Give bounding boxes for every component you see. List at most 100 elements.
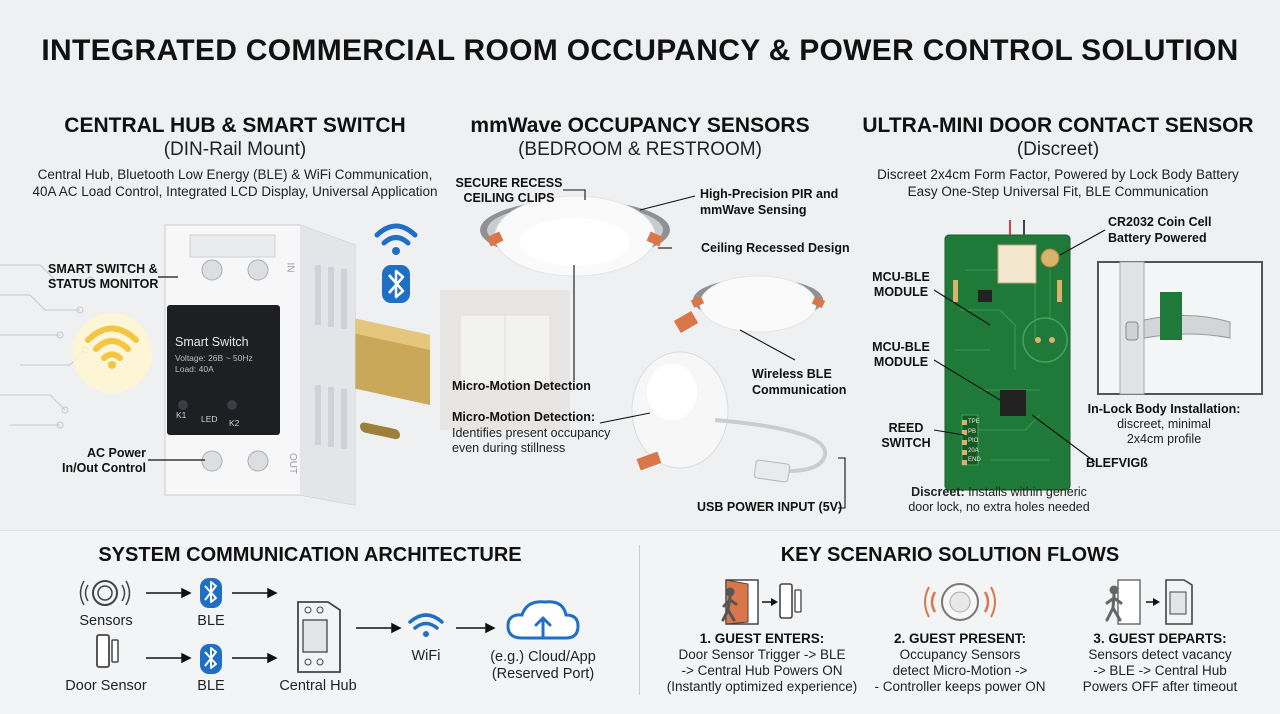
ble-icon-1 xyxy=(200,578,222,608)
terminal-in: IN xyxy=(284,262,296,273)
flow-3-line-3: Powers OFF after timeout xyxy=(1082,679,1238,694)
flows-title: KEY SCENARIO SOLUTION FLOWS xyxy=(780,544,1120,566)
label-coin-1: CR2032 Coin Cell xyxy=(1108,215,1212,229)
door-desc-2: Easy One-Step Universal Fit, BLE Communi… xyxy=(907,184,1209,199)
door-desc-1: Discreet 2x4cm Form Factor, Powered by L… xyxy=(877,167,1239,182)
label-discreet-line-1: Discreet: Installs within generic xyxy=(880,485,1118,500)
label-lock-1: discreet, minimal xyxy=(1117,417,1211,431)
device-name: Smart Switch xyxy=(175,335,249,349)
label-reed-2: SWITCH xyxy=(881,436,931,450)
ceiling-sensor-large xyxy=(480,195,670,277)
page-title: INTEGRATED COMMERCIAL ROOM OCCUPANCY & P… xyxy=(41,34,1239,67)
label-micro-motion: Micro-Motion Detection xyxy=(452,379,591,393)
label-coin-2: Battery Powered xyxy=(1108,231,1207,245)
label-discreet-2: door lock, no extra holes needed xyxy=(908,500,1090,514)
flow-3-line-2: -> BLE -> Central Hub xyxy=(1093,663,1227,678)
pcb-pins: TPE PB PIO 20A END xyxy=(968,418,984,466)
label-pir-2: mmWave Sensing xyxy=(700,203,807,217)
arch-sensors-label: Sensors xyxy=(79,613,133,629)
sensor-icon xyxy=(79,580,131,606)
ceiling-sensor-small xyxy=(690,275,826,333)
door-subtitle: (Discreet) xyxy=(1016,139,1100,160)
door-sensor-icon xyxy=(96,634,119,668)
flow-1-line-3: (Instantly optimized experience) xyxy=(666,679,858,694)
door-title: ULTRA-MINI DOOR CONTACT SENSOR xyxy=(862,114,1254,137)
label-wireless-1: Wireless BLE xyxy=(752,367,832,381)
label-smart-switch-1: SMART SWITCH & xyxy=(48,262,158,276)
flow-icons xyxy=(721,579,1193,625)
pcb-pin-label: TPE xyxy=(968,419,980,425)
device-voltage: Voltage: 26В ~ 50Hz xyxy=(175,353,253,363)
mmwave-title: mmWave OCCUPANCY SENSORS xyxy=(470,114,810,137)
lock-inset xyxy=(1097,261,1263,395)
label-micro2-1: Identifies present occupancy xyxy=(452,426,611,440)
arch-central-hub-label: Central Hub xyxy=(279,678,357,694)
hub-desc-2: 40A AC Load Control, Integrated LCD Disp… xyxy=(32,184,438,199)
bottom-panel xyxy=(0,530,1280,714)
pcb-pin-label: END xyxy=(968,457,981,463)
flow-1-line-2: -> Central Hub Powers ON xyxy=(681,663,843,678)
label-usb-power: USB POWER INPUT (5V) xyxy=(697,500,843,514)
usb-cable xyxy=(714,418,828,483)
smart-switch-device xyxy=(164,224,356,506)
arch-cloud-label-2: (Reserved Port) xyxy=(491,666,595,682)
cloud-icon xyxy=(506,600,580,640)
label-pir-1: High-Precision PIR and xyxy=(700,187,839,201)
pcb-board xyxy=(944,220,1071,491)
person-entering-door-icon xyxy=(721,579,802,625)
central-hub-icon xyxy=(297,601,341,673)
label-lock-head: In-Lock Body Installation: xyxy=(1087,402,1241,416)
architecture-title: SYSTEM COMMUNICATION ARCHITECTURE xyxy=(98,544,522,566)
arch-door-sensor-label: Door Sensor xyxy=(65,678,147,694)
wifi-icon xyxy=(374,223,418,255)
arrows xyxy=(146,587,496,664)
arch-wifi-label: WiFi xyxy=(411,648,441,664)
arch-cloud-label-1: (e.g.) Cloud/App xyxy=(490,649,596,665)
mmwave-illustration xyxy=(440,189,846,509)
btn-led: LED xyxy=(201,414,218,424)
pcb-pin-label: PB xyxy=(968,428,977,435)
bottom-divider xyxy=(639,545,640,695)
label-clips-1: SECURE RECESS xyxy=(455,176,563,190)
flow-1-line-1: Door Sensor Trigger -> BLE xyxy=(678,647,846,662)
wifi-icon-small xyxy=(408,613,444,637)
door-illustration xyxy=(933,220,1263,491)
mmwave-subtitle: (BEDROOM & RESTROOM) xyxy=(518,139,762,160)
bluetooth-icon xyxy=(382,265,410,303)
hub-subtitle: (DIN-Rail Mount) xyxy=(163,139,307,160)
label-discreet-head: Discreet: xyxy=(911,485,965,499)
label-ac-power-2: In/Out Control xyxy=(61,461,146,475)
dome-sensor xyxy=(631,310,729,471)
device-load: Load: 40A xyxy=(175,364,214,374)
person-departing-icon xyxy=(1105,579,1193,625)
label-mcu2-1: MCU-BLE xyxy=(872,340,930,354)
label-reed-1: REED xyxy=(888,421,924,435)
label-blef: BLEFVIGß xyxy=(1086,456,1148,470)
label-wireless-2: Communication xyxy=(752,383,847,397)
label-lock-2: 2x4cm profile xyxy=(1126,432,1202,446)
arch-ble-2-label: BLE xyxy=(197,678,225,694)
flow-2-line-3: - Controller keeps power ON xyxy=(874,679,1046,694)
label-ac-power-1: AC Power xyxy=(86,446,146,460)
arch-ble-1-label: BLE xyxy=(197,613,225,629)
room-background xyxy=(440,290,570,430)
ble-icon-2 xyxy=(200,644,222,674)
label-clips-2: CEILING CLIPS xyxy=(463,191,555,205)
btn-k1: K1 xyxy=(176,410,187,420)
hub-title: CENTRAL HUB & SMART SWITCH xyxy=(64,114,406,137)
flow-2-line-1: Occupancy Sensors xyxy=(899,647,1021,662)
hub-desc-1: Central Hub, Bluetooth Low Energy (BLE) … xyxy=(37,167,433,182)
pcb-pin-label: PIO xyxy=(968,438,979,444)
flow-2-line-2: detect Micro-Motion -> xyxy=(892,663,1028,678)
terminal-out: OUT xyxy=(287,452,299,475)
label-smart-switch-2: STATUS MONITOR xyxy=(48,277,159,291)
label-mcu1-2: MODULE xyxy=(873,285,929,299)
flow-2-head: 2. GUEST PRESENT: xyxy=(893,631,1027,646)
label-micro2-2: even during stillness xyxy=(452,441,566,455)
btn-k2: K2 xyxy=(229,418,240,428)
label-recessed: Ceiling Recessed Design xyxy=(701,241,850,255)
hub-illustration xyxy=(0,223,430,506)
pcb-pin-label: 20A xyxy=(968,447,979,454)
wifi-glow-icon xyxy=(72,313,152,393)
label-micro2-head: Micro-Motion Detection: xyxy=(452,410,596,424)
